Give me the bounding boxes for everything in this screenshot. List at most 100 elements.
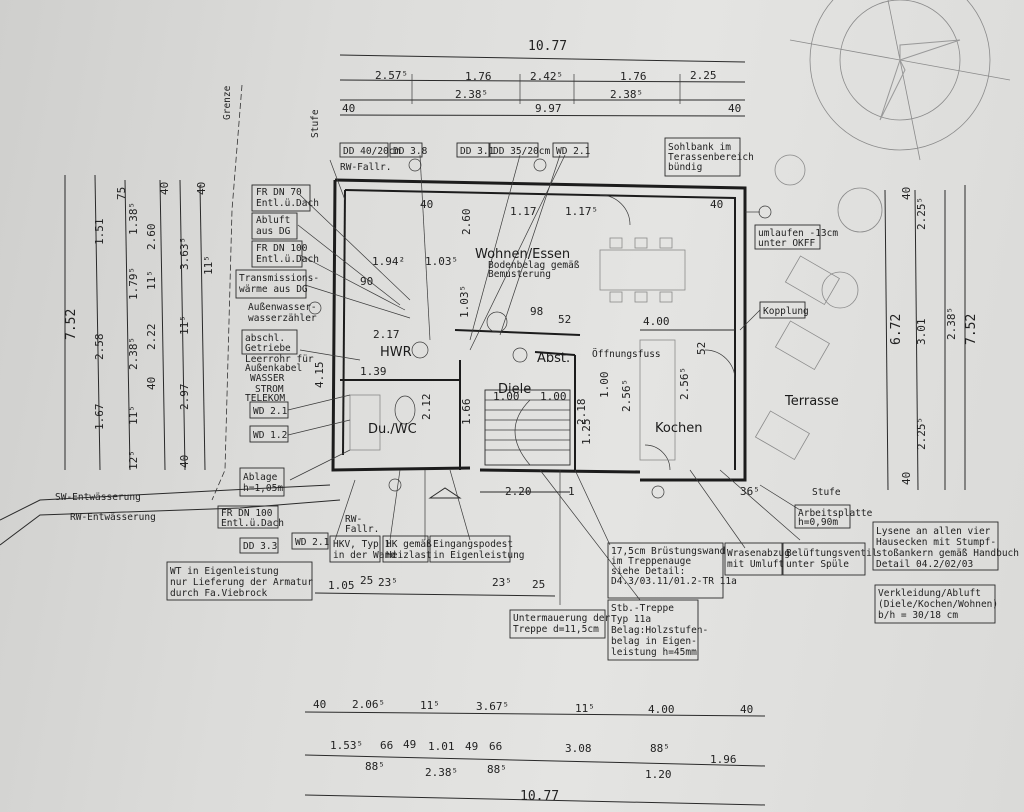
dim-b1-4: 3.67⁵ [476,700,509,713]
label-rw-fallrohr-bottom-1: RW- [345,514,362,525]
dim-inner-10: 4.00 [643,315,670,328]
note-bruestung-3: siehe Detail: [611,566,685,577]
note-treppe-1: Stb.-Treppe [611,603,674,614]
note-treppe-2: Typ 11a [611,614,651,625]
label-rw-entwaesserung: RW-Entwässerung [70,512,156,523]
dim-left-2: 1.51 [93,219,106,246]
dim-vinner-6: 52 [695,342,708,355]
dim-b2-1: 1.53⁵ [330,739,363,752]
note-sohlbank-2: Terassenbereich [668,152,754,163]
dim-bottom-total: 10.77 [520,789,559,804]
dim-vinner-4: 2.56⁵ [620,379,633,412]
note-arbeitsplatte-1: Arbeitsplatte [798,508,873,519]
note-eingang-1: Eingangspodest [433,539,513,550]
note-wt-2: nur Lieferung der Armatur [170,577,313,588]
note-hkv-2: in der Wand [333,550,396,561]
dim-b3-4: 1.20 [645,768,672,781]
dim-right-6: 7.52 [964,314,979,345]
building-walls [287,154,801,605]
note-dd33: DD 3.3 [243,541,277,552]
dim-left-7: 1.79⁵ [127,267,140,300]
property-boundary [0,84,341,546]
dim-left-19: 40 [178,455,191,468]
dim-b2-4: 1.01 [428,740,455,753]
dim-top-4: 1.76 [620,70,647,83]
dim-inner-8: 98 [530,305,543,318]
note-wrasen-1: Wrasenabzug [727,548,790,559]
note-untermauerung-1: Untermauerung der [513,613,611,624]
dim-top-6: 2.38⁵ [455,88,488,101]
dim-top-3: 2.42⁵ [530,70,563,83]
note-treppe-4: belag in Eigen- [611,636,697,647]
dim-left-3: 2.58 [93,334,106,361]
dim-vinner-8: 1.25 [580,419,593,446]
dim-left-14: 40 [145,377,158,390]
label-oeffnung: Öffnungsfuss [592,349,661,360]
dim-inner-1: 1.17 [510,205,537,218]
note-fr100b-2: Entl.ü.Dach [221,518,284,529]
dim-inner-6: 90 [360,275,373,288]
dim-right-2: 2.25⁵ [915,197,928,230]
label-stufe-top: Stufe [310,109,321,138]
dim-vinner-5: 2.56⁵ [678,367,691,400]
dim-bs-1: 1.05 [328,579,355,592]
dim-inner-12: 1.00 [493,390,520,403]
note-wt-1: WT in Eigenleistung [170,566,279,577]
room-label-terrasse: Terrasse [784,394,839,409]
dim-bs-5: 25 [532,578,545,591]
label-rw-fallrohr-top: RW-Fallr. [340,162,391,173]
dim-top-2: 1.76 [465,70,492,83]
note-lysene-3: stoßankern gemäß Handbuch [876,548,1019,559]
dim-left-5: 75 [115,187,128,200]
dim-vinner-7: 2.18 [575,399,588,426]
note-wrasen-2: mit Umluft [727,559,784,570]
dim-vinner-3: 1.00 [598,372,611,399]
dim-right-1: 6.72 [889,314,904,345]
dim-left-8: 2.38⁵ [127,337,140,370]
dim-b1-6: 4.00 [648,703,675,716]
room-note-1: Bodenbelag gemäß [488,260,580,271]
dim-b2-9: 1.96 [710,753,737,766]
dim-inner-17: 36⁵ [740,485,760,498]
dim-b1-2: 2.06⁵ [352,698,385,711]
note-aussenwasser-2: wasserzähler [248,313,317,324]
room-label-du-wc: Du./WC [368,422,417,437]
note-belueftung-2: unter Spüle [786,559,849,570]
room-note-2: Bemusterung [488,269,551,280]
note-abschl-2: Getriebe [245,343,291,354]
dim-bs-2: 25 [360,574,373,587]
room-label-kochen: Kochen [655,421,702,436]
room-label-hwr: HWR [380,345,412,360]
dim-top-7: 2.38⁵ [610,88,643,101]
dim-left-13: 2.22 [145,324,158,351]
dim-inner-14: 2.20 [505,485,532,498]
note-strom: STROM [255,384,284,395]
note-wd12: WD 1.2 [253,430,287,441]
dim-left-21: 11⁵ [202,255,215,275]
dim-top-10: 40 [728,102,741,115]
note-bruestung-1: 17,5cm Brüstungswand [611,546,725,557]
dim-right-5: 2.38⁵ [945,307,958,340]
note-treppe-3: Belag:Holzstufen- [611,625,708,636]
note-dd4: DD 35/20cm [493,146,550,157]
dim-b2-7: 3.08 [565,742,592,755]
note-belueftung-1: Belüftungsventil [786,548,878,559]
dim-inner-2: 1.17⁵ [565,205,598,218]
note-sohlbank-3: bündig [668,162,702,173]
dim-left-17: 11⁵ [178,315,191,335]
terrace-planting [754,154,883,461]
top-dimension-chain [339,54,746,117]
dim-left-11: 2.60 [145,224,158,251]
note-transmission-2: wärme aus DG [239,284,308,295]
note-fr70-1: FR DN 70 [256,187,302,198]
dim-left-10: 12⁵ [127,450,140,470]
dim-left-18: 2.97 [178,384,191,411]
note-hkv-1: HKV, Typ 1 [333,539,390,550]
compass-icon [789,0,1011,161]
note-aussenwasser-1: Außenwasser- [248,302,317,313]
note-lysene-4: Detail 04.2/02/03 [876,559,973,570]
dim-top-8: 40 [342,102,355,115]
left-dimension-chains [64,174,206,471]
dim-inner-4: 1.94² [372,255,405,268]
note-sohlbank-1: Sohlbank im [668,142,731,153]
